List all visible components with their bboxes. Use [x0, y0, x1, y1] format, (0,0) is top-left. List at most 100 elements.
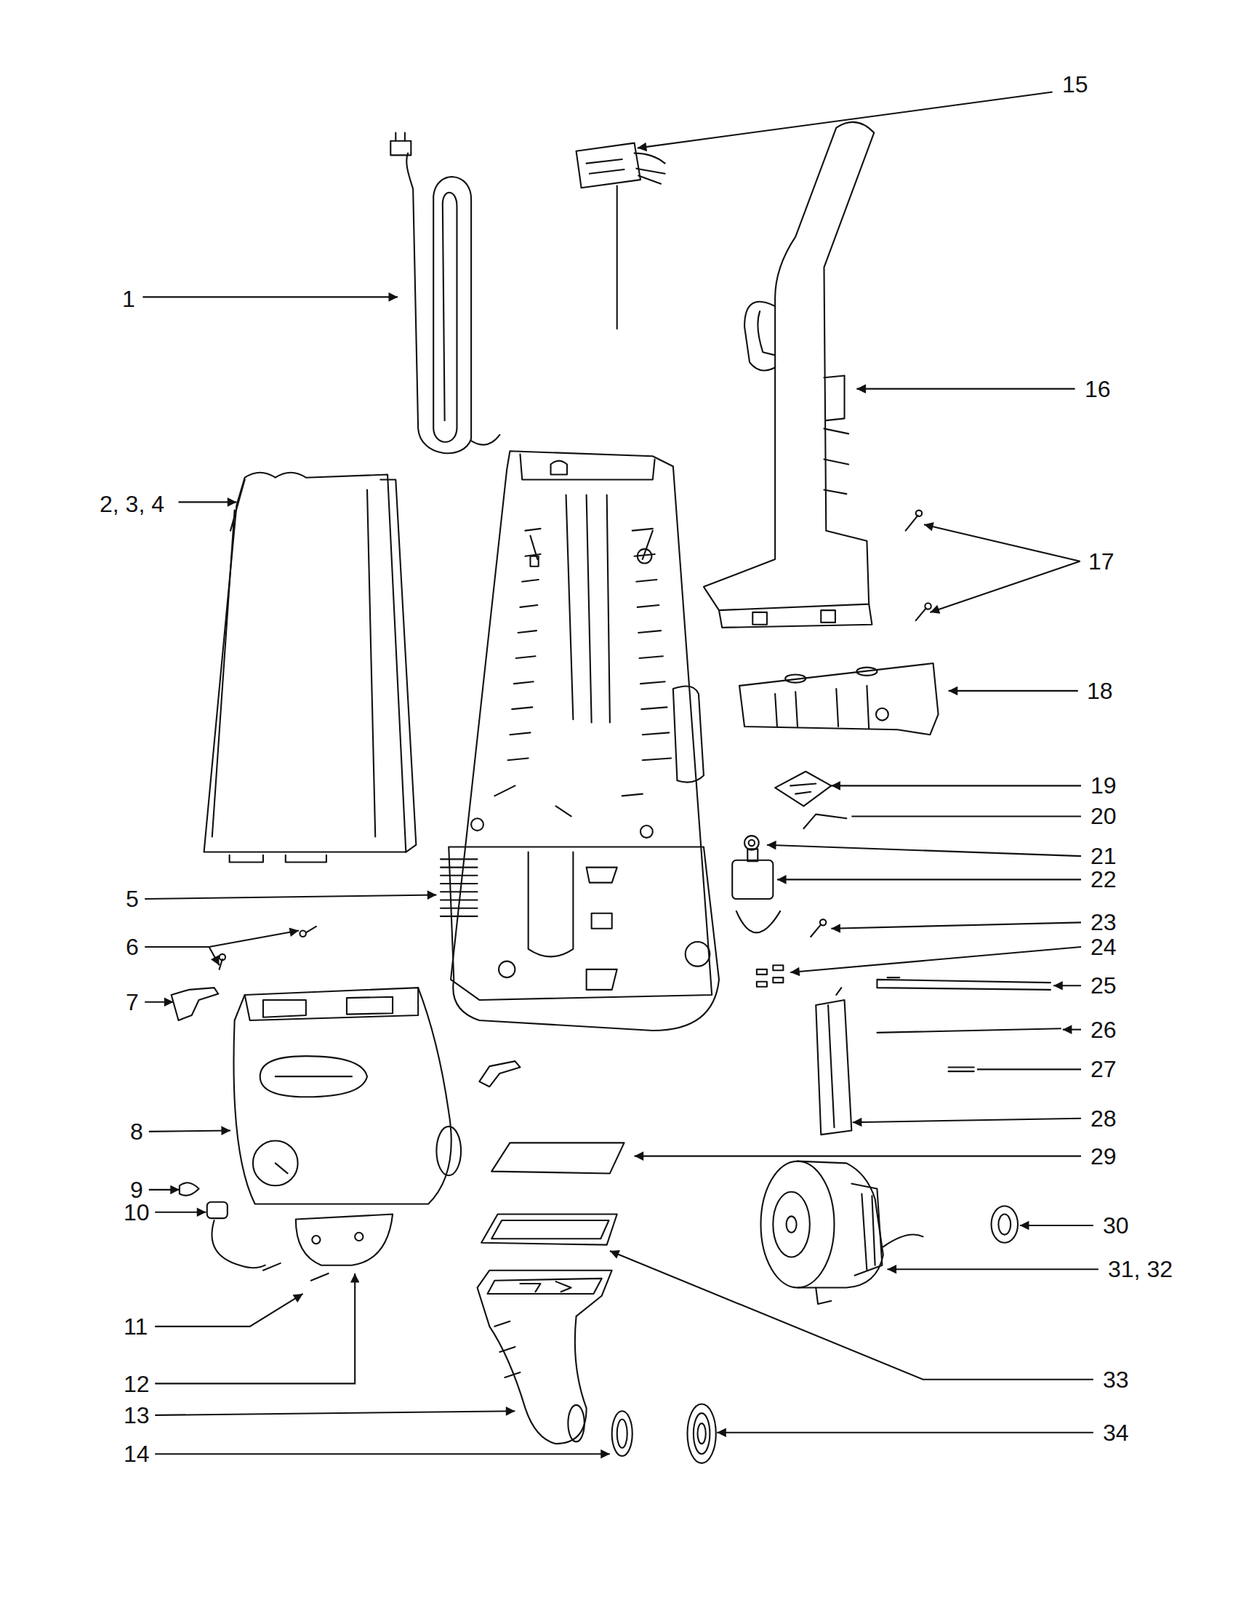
- drawing-part: [395, 133, 405, 142]
- drawing-part: [149, 1130, 231, 1132]
- drawing-part: [790, 946, 1082, 973]
- front-housing: [233, 987, 461, 1204]
- callout-number: 15: [1060, 71, 1090, 97]
- drawing-part: [991, 1205, 1018, 1243]
- callout-number: 25: [1089, 972, 1119, 998]
- drawing-part: [528, 852, 574, 957]
- duct: [477, 1270, 613, 1444]
- drawing-part: [154, 1293, 303, 1327]
- callout-number: 17: [1086, 548, 1116, 574]
- screw: [219, 926, 317, 970]
- drawing-part: [772, 977, 783, 983]
- drawing-part: [263, 1262, 281, 1271]
- drawing-part: [1019, 1224, 1094, 1226]
- drawing-part: [252, 1140, 299, 1186]
- drawing-part: [567, 1404, 584, 1442]
- callout-number: 10: [122, 1199, 152, 1225]
- drawing-part: [436, 1126, 461, 1175]
- callout-number: 13: [122, 1402, 152, 1428]
- drawing-part: [685, 941, 711, 967]
- drawing-part: [498, 961, 515, 978]
- lens: [179, 1182, 200, 1196]
- switch-block: [732, 848, 781, 933]
- drawing-part: [471, 817, 484, 831]
- rear-housing: [739, 663, 939, 735]
- drawing-part: [154, 1211, 206, 1213]
- drawing-part: [732, 860, 773, 899]
- drawing-part: [233, 987, 451, 1204]
- drawing-part: [450, 450, 712, 1000]
- drawing-part: [632, 528, 672, 760]
- callout-number: 23: [1089, 909, 1119, 935]
- drawing-part: [448, 846, 720, 1031]
- drawing-part: [703, 122, 874, 610]
- drawing-part: [494, 785, 642, 816]
- drawing-part: [772, 964, 783, 970]
- drawing-part: [924, 524, 1081, 562]
- callout-number: 31, 32: [1106, 1256, 1175, 1281]
- drawing-part: [977, 1067, 1082, 1070]
- filter-frame: [481, 1214, 618, 1245]
- drawing-part: [693, 1412, 710, 1454]
- rod: [876, 977, 1050, 990]
- drawing-part: [494, 1320, 520, 1377]
- drawing-part: [144, 894, 437, 899]
- drawing-part: [851, 1182, 882, 1275]
- drawing-part: [406, 153, 472, 454]
- drawing-part: [766, 844, 1082, 856]
- grommet: [991, 1205, 1018, 1243]
- drawing-part: [810, 924, 821, 937]
- lamp-socket: [207, 1201, 266, 1268]
- drawing-part: [637, 548, 653, 564]
- drawing-part: [219, 953, 226, 960]
- drawing-part: [634, 153, 666, 184]
- drawing-part: [586, 159, 625, 174]
- drawing-part: [739, 663, 939, 735]
- drawing-part: [204, 472, 407, 853]
- drawing-part: [1053, 984, 1082, 986]
- drawing-part: [916, 510, 922, 517]
- drawing-part: [576, 143, 641, 189]
- drawing-part: [609, 1250, 1094, 1380]
- screw: [263, 1262, 329, 1281]
- callout-number: 2, 3, 4: [98, 491, 166, 517]
- drawing-part: [820, 918, 826, 925]
- drawing-part: [744, 835, 759, 850]
- callout-number: 14: [122, 1440, 152, 1466]
- drawing-part: [924, 602, 931, 609]
- callout-number: 24: [1089, 934, 1119, 959]
- callout-number: 5: [124, 886, 141, 911]
- drawing-part: [905, 515, 919, 531]
- rod: [876, 1027, 1061, 1033]
- drawing-part: [752, 612, 767, 625]
- callout-number: 28: [1089, 1105, 1119, 1131]
- drawing-part: [856, 388, 1075, 390]
- drawing-part: [612, 1410, 633, 1456]
- drawing-part: [1062, 1028, 1082, 1031]
- drawing-part: [760, 1161, 834, 1288]
- pin: [948, 1067, 975, 1072]
- drawing-part: [851, 814, 1082, 817]
- drawing-part: [211, 1219, 265, 1268]
- drawing-part: [998, 1214, 1011, 1235]
- drawing-part: [295, 1214, 393, 1265]
- motor: [760, 1161, 923, 1304]
- drawing-part: [820, 609, 836, 623]
- drawing-part: [508, 528, 541, 760]
- clip: [171, 987, 219, 1020]
- drawing-part: [275, 1162, 288, 1173]
- callout-number: 30: [1101, 1212, 1131, 1238]
- bag-cover: [204, 472, 417, 863]
- drawing-part: [311, 1272, 329, 1281]
- drawing-part: [747, 848, 758, 861]
- drawing-part: [311, 1235, 320, 1244]
- drawing-part: [477, 1270, 613, 1444]
- drawing-part: [260, 1055, 368, 1097]
- drawing-part: [637, 91, 1053, 148]
- drawing-part: [245, 987, 419, 1020]
- drawing-part: [830, 784, 1082, 786]
- callout-number: 9: [128, 1177, 145, 1202]
- drawing-part: [154, 1452, 610, 1455]
- drawing-part: [736, 910, 781, 933]
- drawing-part: [617, 1419, 628, 1448]
